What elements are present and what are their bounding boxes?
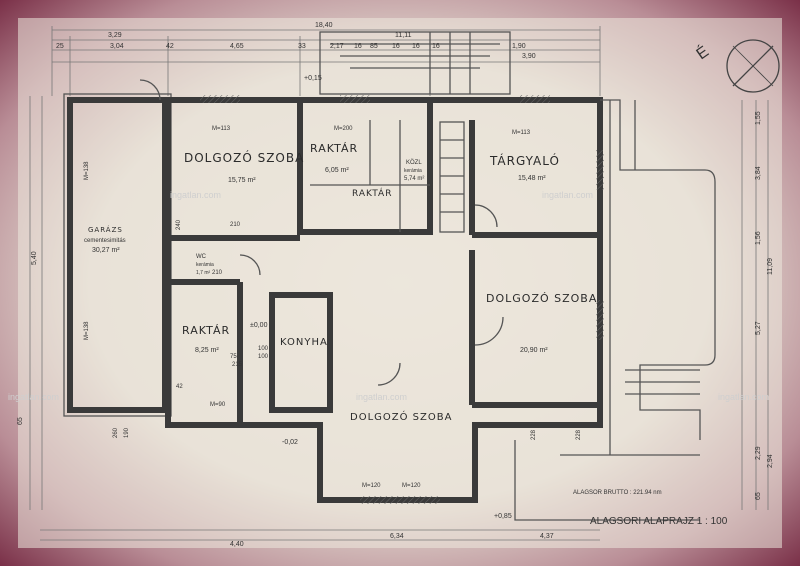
building-walls: [165, 95, 604, 504]
dim-top-i: 85: [370, 43, 378, 50]
misc-label-10: 100: [258, 346, 269, 352]
dim-top-b: 25: [56, 43, 64, 50]
room-garage-name: GARÁZS: [88, 225, 123, 234]
misc-label-6: M=90: [210, 402, 226, 408]
misc-label-1: M=113: [212, 126, 231, 132]
dim-bottom-b: 6,34: [390, 533, 404, 540]
room-storage2-name: RAKTÁR: [352, 187, 392, 199]
watermark-2: ingatlan.com: [542, 190, 593, 200]
watermark-5: ingatlan.com: [718, 392, 769, 402]
dim-left-a: 5,40: [31, 251, 38, 265]
dimension-lines-bottom: [40, 529, 600, 541]
misc-label-11: 75: [230, 354, 237, 360]
dim-right-e: 2,29: [755, 446, 762, 460]
room-meeting-name: TÁRGYALÓ: [489, 153, 560, 168]
door-swings: [139, 79, 504, 386]
bottom-steps: [514, 440, 700, 521]
watermark-1: ingatlan.com: [170, 190, 221, 200]
misc-label-3: M=200: [334, 126, 353, 132]
dim-top-o: 11,11: [395, 32, 412, 39]
dim-top-e: 4,65: [230, 43, 244, 50]
dim-top-f: 33: [298, 43, 306, 50]
room-storage3-area: 8,25 m²: [195, 347, 219, 354]
misc-label-5: M=120: [402, 483, 421, 489]
level-mark-2: ±0,00: [250, 322, 268, 329]
room-corridor-area: 5,74 m²: [404, 176, 424, 182]
dim-top-n: 1,90: [512, 43, 526, 50]
room-meeting-area: 15,48 m²: [518, 175, 546, 182]
dim-right-f: 2,94: [767, 454, 774, 468]
misc-label-7: M=138: [84, 161, 90, 180]
room-wc-sub: kerámia: [196, 262, 214, 268]
dim-right-c: 1,56: [755, 231, 762, 245]
dim-top-k: 16: [412, 43, 420, 50]
dim-right-g: 65: [755, 492, 762, 500]
dim-top-j: 16: [392, 43, 400, 50]
watermark-4: ingatlan.com: [356, 392, 407, 402]
dim-right-b: 3,84: [755, 166, 762, 180]
misc-label-13: 100: [258, 354, 269, 360]
room-office1-area: 15,75 m²: [228, 177, 256, 184]
room-office2-name: DOLGOZÓ SZOBA: [486, 292, 597, 305]
room-storage1-name: RAKTÁR: [310, 142, 358, 155]
room-wc-area: 1,7 m²: [196, 270, 211, 276]
room-garage-sub: cementesimitás: [84, 238, 126, 244]
misc-label-20: 190: [124, 427, 130, 438]
room-office3-name: DOLGOZÓ SZOBA: [350, 410, 452, 423]
room-storage1-area: 6,05 m²: [325, 167, 349, 174]
misc-label-9: 210: [230, 222, 241, 228]
dim-right-a: 1,55: [755, 111, 762, 125]
dim-bottom-c: 4,37: [540, 533, 554, 540]
inner-stair: [439, 121, 465, 233]
dim-right-h: 11,09: [767, 258, 774, 275]
paper: [18, 18, 782, 548]
misc-label-8: M=138: [84, 321, 90, 340]
dim-top-l: 16: [432, 43, 440, 50]
misc-label-19: 260: [113, 427, 119, 438]
dim-left-b: 65: [17, 417, 24, 425]
misc-label-18: 240: [176, 219, 182, 230]
room-office2-area: 20,90 m²: [520, 347, 548, 354]
room-office1-name: DOLGOZÓ SZOBA: [184, 150, 304, 165]
dim-top-h: 16: [354, 43, 362, 50]
brutto-area: ALAGSOR BRUTTO : 221.94 nm: [573, 490, 662, 496]
plan-title: ALAGSORI ALAPRAJZ 1 : 100: [590, 516, 728, 527]
level-mark-3: -0,02: [282, 439, 298, 446]
dim-top-g: 2,17: [330, 43, 344, 50]
misc-label-12: 215: [232, 362, 243, 368]
dim-top-m: 3,90: [522, 53, 536, 60]
misc-label-17: 228: [576, 429, 582, 440]
dim-bottom-a: 4,40: [230, 541, 244, 548]
room-corridor-name: KÖZL: [406, 159, 422, 166]
room-corridor-sub: kerámia: [404, 168, 422, 174]
room-garage-area: 30,27 m²: [92, 247, 120, 254]
dim-top-total: 18,40: [315, 22, 333, 29]
room-wc-name: WC: [196, 254, 207, 260]
misc-label-2: M=113: [512, 130, 531, 136]
dim-top-a: 3,29: [108, 32, 122, 39]
terrace-right: [600, 99, 716, 455]
room-kitchen-name: KONYHA: [280, 337, 328, 348]
dim-top-d: 42: [166, 43, 174, 50]
dimension-lines-right: [741, 100, 769, 510]
watermark-3: ingatlan.com: [8, 392, 59, 402]
level-mark-4: +0,85: [494, 513, 512, 520]
misc-label-14: 210: [212, 270, 223, 276]
misc-label-15: 42: [176, 384, 183, 390]
north-arrow: [726, 39, 780, 93]
dim-top-c: 3,04: [110, 43, 124, 50]
misc-label-16: 228: [531, 429, 537, 440]
room-storage3-name: RAKTÁR: [182, 324, 230, 337]
misc-label-4: M=120: [362, 483, 381, 489]
north-label: É: [692, 42, 712, 64]
stairs-top: [319, 31, 511, 95]
level-mark-1: +0,15: [304, 75, 322, 82]
dim-right-d: 5,27: [755, 321, 762, 335]
dimension-lines-left: [29, 96, 43, 510]
